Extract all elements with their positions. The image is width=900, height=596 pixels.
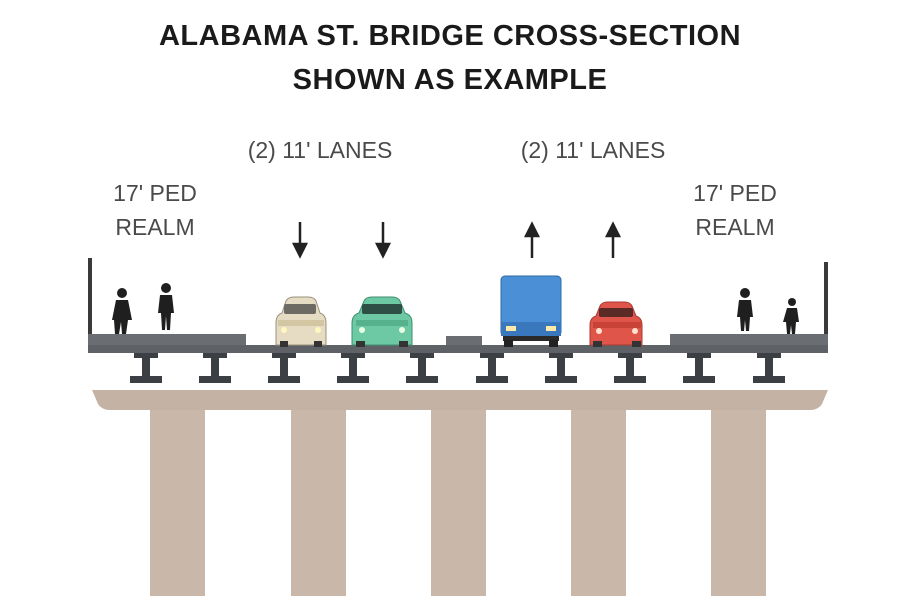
diagram-title-line-2: SHOWN AS EXAMPLE bbox=[292, 64, 608, 96]
pier bbox=[431, 410, 486, 596]
pier bbox=[291, 410, 346, 596]
girder bbox=[337, 353, 369, 383]
girder-row bbox=[130, 353, 785, 383]
lanes-label-right: (2) 11' LANES bbox=[520, 137, 666, 163]
pier bbox=[150, 410, 205, 596]
pier-row bbox=[150, 410, 766, 596]
arrow-up-icon bbox=[604, 221, 622, 258]
girder bbox=[683, 353, 715, 383]
ped-realm-label-left-line1: 17' PED bbox=[113, 180, 197, 206]
ped-realm-label-left-line2: REALM bbox=[115, 214, 195, 240]
pier bbox=[571, 410, 626, 596]
car-icon bbox=[589, 301, 643, 347]
ped-realm-platform-left bbox=[88, 334, 246, 348]
pedestrian-icon bbox=[737, 288, 753, 331]
girder bbox=[545, 353, 577, 383]
arrow-down-icon bbox=[374, 222, 392, 259]
girder bbox=[130, 353, 162, 383]
girder bbox=[406, 353, 438, 383]
arrow-down-icon bbox=[291, 222, 309, 259]
pedestrian-icon bbox=[158, 283, 174, 330]
ped-realm-platform-right bbox=[670, 334, 828, 348]
pedestrian-icon bbox=[783, 298, 799, 334]
ped-realm-label-right-line2: REALM bbox=[695, 214, 775, 240]
pedestrian-icon bbox=[112, 288, 132, 334]
pier bbox=[711, 410, 766, 596]
girder bbox=[476, 353, 508, 383]
ped-realm-label-left: 17' PED REALM bbox=[85, 176, 225, 244]
diagram-title-line-1: ALABAMA ST. BRIDGE CROSS-SECTION bbox=[158, 20, 742, 52]
girder bbox=[753, 353, 785, 383]
bridge-deck bbox=[88, 345, 828, 353]
railing-right bbox=[824, 262, 828, 338]
railing-left bbox=[88, 258, 92, 338]
arrow-up-icon bbox=[523, 221, 541, 258]
car-icon bbox=[351, 296, 413, 347]
girder bbox=[199, 353, 231, 383]
girder bbox=[614, 353, 646, 383]
car-icon bbox=[275, 296, 327, 347]
van-icon bbox=[500, 275, 562, 347]
ped-realm-label-right: 17' PED REALM bbox=[665, 176, 805, 244]
lanes-label-left: (2) 11' LANES bbox=[247, 137, 393, 163]
pier-cap bbox=[92, 390, 828, 410]
ped-realm-label-right-line1: 17' PED bbox=[693, 180, 777, 206]
girder bbox=[268, 353, 300, 383]
